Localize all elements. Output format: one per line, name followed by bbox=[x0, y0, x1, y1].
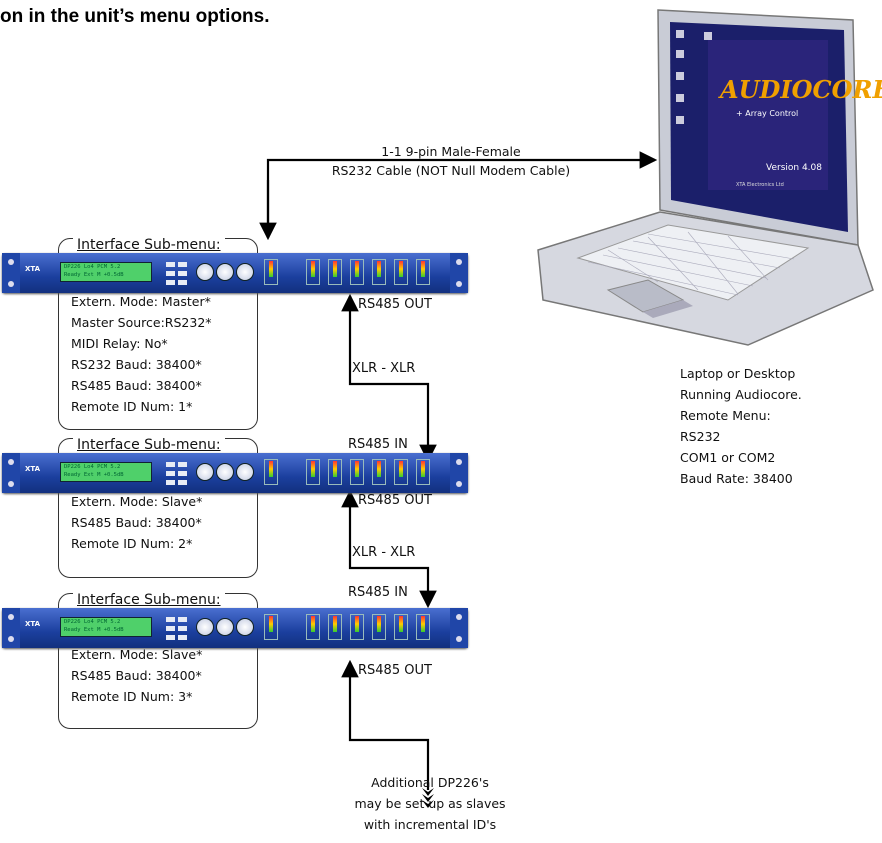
screen-subtitle: + Array Control bbox=[736, 109, 798, 118]
menu-line: RS485 Baud: 38400* bbox=[71, 378, 202, 393]
lcd-display: DP226 Lo4 PCM 5.2 Ready Ext M +0.5dB bbox=[60, 462, 152, 482]
footer-note-line: Additional DP226's bbox=[371, 775, 489, 790]
menu-line: MIDI Relay: No* bbox=[71, 336, 168, 351]
lcd-line-2: Ready Ext M +0.5dB bbox=[64, 627, 124, 633]
menu-line: Remote ID Num: 1* bbox=[71, 399, 193, 414]
lcd-line-1: DP226 Lo4 PCM 5.2 bbox=[64, 264, 121, 270]
xlr-link-2 bbox=[348, 494, 437, 609]
page-heading: on in the unit’s menu options. bbox=[0, 6, 270, 27]
footer-note: Additional DP226's may be set up as slav… bbox=[330, 772, 530, 835]
laptop-note-line: Baud Rate: 38400 bbox=[680, 471, 793, 486]
menu-title-unit-3: Interface Sub-menu: bbox=[73, 592, 225, 608]
xlr-link-1-label: XLR - XLR bbox=[352, 361, 416, 376]
cable-label-line-2: RS232 Cable (NOT Null Modem Cable) bbox=[331, 163, 571, 178]
menu-line: Remote ID Num: 2* bbox=[71, 536, 193, 551]
menu-line: Extern. Mode: Slave* bbox=[71, 647, 203, 662]
cable-label-line-1: 1-1 9-pin Male-Female bbox=[381, 144, 521, 159]
menu-line: Extern. Mode: Slave* bbox=[71, 494, 203, 509]
screen-brand: AUDIOCORE bbox=[718, 75, 882, 104]
dp226-unit-1: XTA DP226 Lo4 PCM 5.2 Ready Ext M +0.5dB bbox=[2, 253, 468, 293]
unit-2-rs485-out-label: RS485 OUT bbox=[358, 493, 432, 508]
xta-logo: XTA bbox=[25, 620, 41, 628]
laptop-note-line: COM1 or COM2 bbox=[680, 450, 776, 465]
screen-version: Version 4.08 bbox=[766, 163, 822, 173]
unit-1-rs485-out-label: RS485 OUT bbox=[358, 297, 432, 312]
xlr-link-2-label: XLR - XLR bbox=[352, 545, 416, 560]
footer-note-line: may be set up as slaves bbox=[354, 796, 506, 811]
lcd-line-2: Ready Ext M +0.5dB bbox=[64, 472, 124, 478]
menu-lines-unit-3: Extern. Mode: Slave* RS485 Baud: 38400* … bbox=[71, 644, 202, 707]
laptop-notes: Laptop or Desktop Running Audiocore. Rem… bbox=[680, 363, 802, 489]
menu-lines-unit-2: Extern. Mode: Slave* RS485 Baud: 38400* … bbox=[71, 491, 202, 554]
laptop-note-line: Running Audiocore. bbox=[680, 387, 802, 402]
laptop-note-line: RS232 bbox=[680, 429, 721, 444]
lcd-display: DP226 Lo4 PCM 5.2 Ready Ext M +0.5dB bbox=[60, 617, 152, 637]
menu-line: Remote ID Num: 3* bbox=[71, 689, 193, 704]
rs232-cable-label: 1-1 9-pin Male-Female RS232 Cable (NOT N… bbox=[296, 142, 606, 180]
dp226-unit-3: XTA DP226 Lo4 PCM 5.2 Ready Ext M +0.5dB bbox=[2, 608, 468, 648]
xta-logo: XTA bbox=[25, 265, 41, 273]
lcd-line-1: DP226 Lo4 PCM 5.2 bbox=[64, 619, 121, 625]
lcd-display: DP226 Lo4 PCM 5.2 Ready Ext M +0.5dB bbox=[60, 262, 152, 282]
menu-title-unit-1: Interface Sub-menu: bbox=[73, 237, 225, 253]
footer-note-line: with incremental ID's bbox=[363, 817, 497, 832]
continuation-chevrons-icon bbox=[422, 788, 434, 808]
continuation-link bbox=[348, 664, 430, 790]
unit-3-rs485-in-label: RS485 IN bbox=[348, 585, 408, 600]
lcd-line-1: DP226 Lo4 PCM 5.2 bbox=[64, 464, 121, 470]
menu-line: Extern. Mode: Master* bbox=[71, 294, 211, 309]
menu-line: RS232 Baud: 38400* bbox=[71, 357, 202, 372]
laptop-note-line: Remote Menu: bbox=[680, 408, 771, 423]
laptop-note-line: Laptop or Desktop bbox=[680, 366, 796, 381]
unit-3-rs485-out-label: RS485 OUT bbox=[358, 663, 432, 678]
unit-2-rs485-in-label: RS485 IN bbox=[348, 437, 408, 452]
menu-title-unit-2: Interface Sub-menu: bbox=[73, 437, 225, 453]
menu-line: RS485 Baud: 38400* bbox=[71, 668, 202, 683]
menu-line: Master Source:RS232* bbox=[71, 315, 212, 330]
xlr-link-1 bbox=[348, 298, 437, 463]
menu-line: RS485 Baud: 38400* bbox=[71, 515, 202, 530]
lcd-line-2: Ready Ext M +0.5dB bbox=[64, 272, 124, 278]
dp226-unit-2: XTA DP226 Lo4 PCM 5.2 Ready Ext M +0.5dB bbox=[2, 453, 468, 493]
menu-lines-unit-1: Extern. Mode: Master* Master Source:RS23… bbox=[71, 291, 212, 417]
laptop-illustration: AUDIOCORE + Array Control Version 4.08 X… bbox=[537, 9, 882, 346]
screen-company: XTA Electronics Ltd bbox=[736, 182, 784, 188]
xta-logo: XTA bbox=[25, 465, 41, 473]
